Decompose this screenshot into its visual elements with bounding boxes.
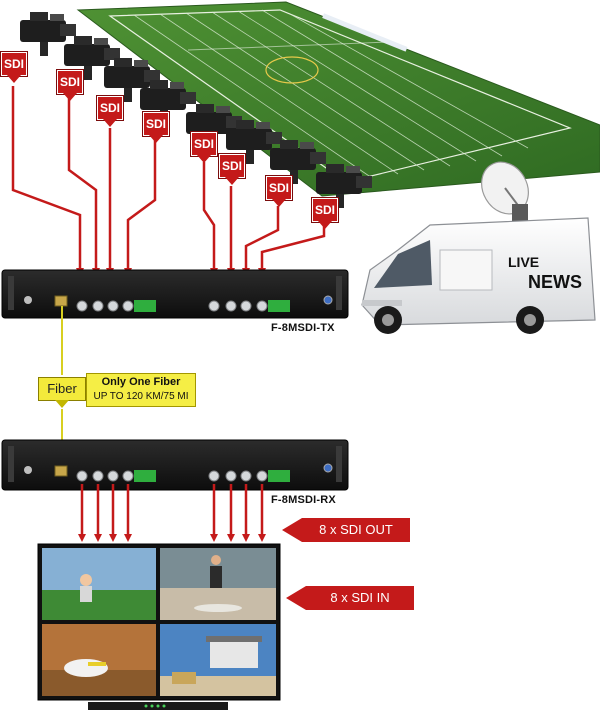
fiber-label: Fiber: [38, 377, 86, 401]
fiber-tag: Fiber: [38, 377, 86, 409]
bnc-connector-icon: [76, 470, 268, 482]
sdi-in-callout-shape: [286, 586, 414, 610]
monitor-tile-helicopter: [42, 624, 156, 696]
van-live-text: LIVE: [508, 254, 540, 270]
van-news-text: NEWS: [528, 272, 582, 292]
fiber-note: Only One Fiber UP TO 120 KM/75 MI: [86, 373, 196, 407]
fiber-note-title: Only One Fiber: [101, 376, 181, 388]
sdi-tag-8: SDI: [312, 198, 338, 229]
sdi-in-callout: 8 x SDI IN: [286, 586, 414, 610]
sdi-output-wires: [78, 484, 266, 542]
sdi-tag-6: SDI: [219, 154, 245, 185]
sdi-out-callout-shape: [282, 518, 410, 542]
sdi-tag-7: SDI: [266, 176, 292, 207]
monitor-tile-surfer: [160, 548, 276, 620]
transmitter-unit: [1, 269, 349, 319]
video-camera-icon: [64, 36, 120, 80]
sdi-tag-4: SDI: [143, 112, 169, 143]
video-camera-icon: [104, 58, 160, 102]
fiber-note-detail: UP TO 120 KM/75 MI: [93, 391, 189, 402]
video-camera-icon: [20, 12, 76, 56]
football-field: [76, 1, 600, 197]
terminal-block-icon: [268, 300, 290, 312]
ground-screw-icon: [323, 463, 333, 473]
monitor-tile-beach: [160, 624, 276, 696]
news-van: [361, 217, 596, 334]
sdi-tag-3: SDI: [97, 96, 123, 127]
sdi-input-wires: [11, 86, 326, 276]
video-camera-icon: [270, 140, 326, 184]
sdi-out-callout: 8 x SDI OUT: [282, 518, 410, 542]
terminal-block-icon: [268, 470, 290, 482]
ground-screw-icon: [323, 295, 333, 305]
sdi-tag-2: SDI: [57, 70, 83, 101]
sdi-out-text: 8 x SDI OUT: [319, 522, 393, 537]
camera-row: [20, 12, 372, 208]
sdi-in-text: 8 x SDI IN: [330, 590, 390, 605]
video-camera-icon: [316, 164, 372, 208]
terminal-block-icon: [134, 470, 156, 482]
video-camera-icon: [226, 120, 282, 164]
sdi-tag-1: SDI: [1, 52, 27, 83]
terminal-block-icon: [134, 300, 156, 312]
monitor-tile-soccer: [42, 548, 156, 620]
bnc-connector-icon: [76, 300, 268, 312]
sdi-tag-5: SDI: [191, 132, 217, 163]
quad-monitor: [37, 543, 281, 710]
transmitter-model-label: F-8MSDI-TX: [271, 322, 335, 334]
receiver-unit: [1, 439, 349, 491]
receiver-model-label: F-8MSDI-RX: [271, 494, 336, 506]
